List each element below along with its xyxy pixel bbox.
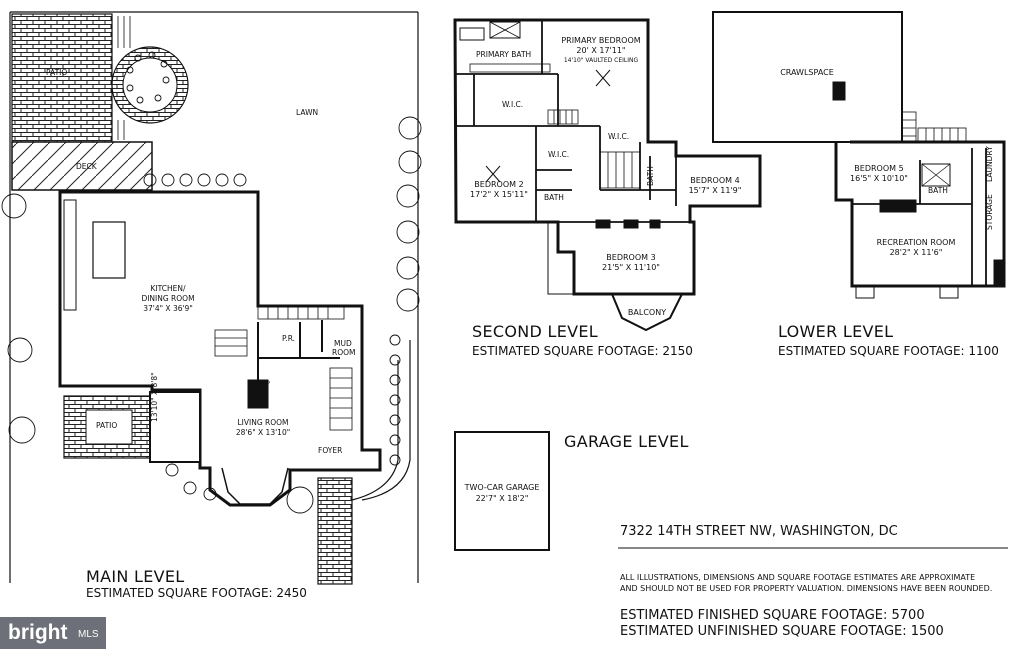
lawn-label: LAWN: [296, 108, 319, 117]
unfinished-footage: ESTIMATED UNFINISHED SQUARE FOOTAGE: 150…: [620, 624, 944, 639]
bedroom-5-label: BEDROOM 5: [854, 164, 904, 173]
lower-bath-label: BATH: [928, 186, 948, 195]
garage-level-title: GARAGE LEVEL: [564, 432, 689, 451]
living-room-label: LIVING ROOM: [237, 418, 289, 427]
living-room-dim-label: 28'6" X 13'10": [235, 428, 291, 437]
garage-outline: [454, 431, 550, 551]
primary-bedroom-label: PRIMARY BEDROOM: [561, 36, 641, 45]
side-room-dim-label: 13'10" X 8'8": [150, 372, 159, 422]
deck-label: DECK: [76, 162, 97, 171]
main-level-plan: [1, 11, 422, 585]
balcony-label: BALCONY: [627, 308, 667, 317]
mls-logo-suffix: MLS: [78, 629, 99, 640]
storage-label: STORAGE: [985, 194, 994, 230]
foyer-label: FOYER: [318, 446, 343, 455]
bedroom-5-dim-label: 16'5" X 10'10": [850, 174, 908, 183]
gas-fp-label: GAS FP: [252, 381, 270, 387]
kitchen-dim-label: 37'4" X 36'9": [143, 304, 193, 313]
lower-level-title: LOWER LEVEL: [778, 322, 894, 341]
crawlspace-label: CRAWLSPACE: [780, 68, 834, 77]
bright-logo-word: bright: [8, 621, 68, 644]
main-level-footage: ESTIMATED SQUARE FOOTAGE: 2450: [86, 586, 307, 600]
main-level-title: MAIN LEVEL: [86, 567, 185, 586]
patio-side-label: PATIO: [96, 421, 118, 430]
primary-bath-label: PRIMARY BATH: [476, 50, 532, 59]
disclaimer-line-2: AND SHOULD NOT BE USED FOR PROPERTY VALU…: [620, 584, 993, 593]
bedroom-3-dim-label: 21'5" X 11'10": [602, 263, 660, 272]
second-level-footage: ESTIMATED SQUARE FOOTAGE: 2150: [472, 344, 693, 358]
bedroom-3-label: BEDROOM 3: [606, 253, 656, 262]
bedroom-2-dim-label: 17'2" X 15'11": [470, 190, 528, 199]
kitchen-name-label: KITCHEN/: [150, 284, 186, 293]
lower-level-plan: [712, 11, 1006, 299]
bath-label-a: BATH: [544, 193, 564, 202]
patio-top-label: PATIO: [46, 68, 68, 77]
bedroom-4-dim-label: 15'7" X 11'9": [688, 186, 742, 195]
bedroom-2-label: BEDROOM 2: [474, 180, 524, 189]
garage-label: TWO-CAR GARAGE: [464, 483, 540, 492]
finished-footage: ESTIMATED FINISHED SQUARE FOOTAGE: 5700: [620, 608, 925, 623]
second-level-title: SECOND LEVEL: [472, 322, 598, 341]
disclaimer-line-1: ALL ILLUSTRATIONS, DIMENSIONS AND SQUARE…: [620, 573, 976, 582]
kitchen-name-label-2: DINING ROOM: [141, 294, 195, 303]
laundry-label: LAUNDRY: [985, 146, 994, 182]
bedroom-4-label: BEDROOM 4: [690, 176, 740, 185]
wic-label-1: W.I.C.: [502, 100, 524, 109]
bright-mls-logo: bright MLS: [0, 617, 106, 649]
bath-label-b: BATH: [646, 166, 655, 186]
recreation-room-dim-label: 28'2" X 11'6": [889, 248, 943, 257]
primary-bedroom-note: 14'10" VAULTED CEILING: [563, 57, 639, 64]
wic-label-3: W.I.C.: [608, 132, 630, 141]
primary-bedroom-dim-label: 20' X 17'11": [576, 46, 626, 55]
recreation-room-label: RECREATION ROOM: [876, 238, 956, 247]
mud-room-label-2: ROOM: [332, 348, 356, 357]
powder-room-label: P.R.: [282, 334, 296, 343]
garage-dim-label: 22'7" X 18'2": [475, 494, 529, 503]
mud-room-label: MUD: [334, 339, 352, 348]
wic-label-2: W.I.C.: [548, 150, 570, 159]
second-level-plan: [453, 18, 762, 332]
address-label: 7322 14TH STREET NW, WASHINGTON, DC: [620, 524, 898, 539]
lower-level-footage: ESTIMATED SQUARE FOOTAGE: 1100: [778, 344, 999, 358]
